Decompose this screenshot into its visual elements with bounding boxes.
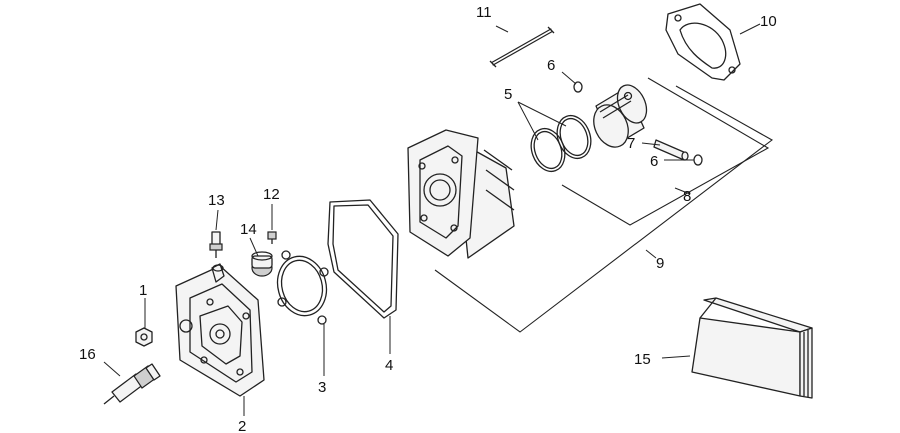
callout-6-top: 6 xyxy=(547,57,555,74)
callout-4: 4 xyxy=(385,357,393,374)
thermostat-part-14 xyxy=(251,251,273,277)
callout-7: 7 xyxy=(627,135,635,152)
callout-2: 2 xyxy=(238,418,246,433)
callout-11: 11 xyxy=(476,4,492,21)
piston-pin-part-7 xyxy=(653,139,689,161)
o-ring-gasket-part-3 xyxy=(276,250,329,325)
callout-9: 9 xyxy=(656,255,664,272)
callout-13: 13 xyxy=(208,192,225,209)
callout-15: 15 xyxy=(634,351,651,368)
callout-6-bottom: 6 xyxy=(650,153,658,170)
circlip-part-6-top xyxy=(573,81,583,93)
sensor-part-13 xyxy=(209,231,223,258)
bleed-screw-part-12 xyxy=(267,231,277,244)
folder-part-15 xyxy=(691,297,813,399)
piston-rings-part-5 xyxy=(530,114,592,173)
leader-lines xyxy=(103,23,761,416)
circlip-part-6-bottom xyxy=(693,154,703,166)
callout-labels: 1 2 3 4 5 6 7 6 8 9 10 11 12 13 14 15 16 xyxy=(79,4,777,433)
callout-12: 12 xyxy=(263,186,280,203)
callout-14: 14 xyxy=(240,221,257,238)
base-gasket-part-10 xyxy=(665,3,741,81)
cylinder xyxy=(407,129,515,259)
assembly-9-bracket xyxy=(434,85,773,333)
nut-part-1 xyxy=(135,327,153,347)
cylinder-head-part-2 xyxy=(175,263,265,397)
spark-plug-part-16 xyxy=(103,363,161,405)
assembly-8-bracket xyxy=(561,77,770,226)
head-gasket-part-4 xyxy=(327,199,399,319)
callout-10: 10 xyxy=(760,13,777,30)
callout-5: 5 xyxy=(504,86,512,103)
callout-16: 16 xyxy=(79,346,96,363)
stud-part-11 xyxy=(489,26,555,68)
callout-3: 3 xyxy=(318,379,326,396)
piston xyxy=(593,84,648,148)
callout-1: 1 xyxy=(139,282,147,299)
callout-8: 8 xyxy=(683,188,691,205)
